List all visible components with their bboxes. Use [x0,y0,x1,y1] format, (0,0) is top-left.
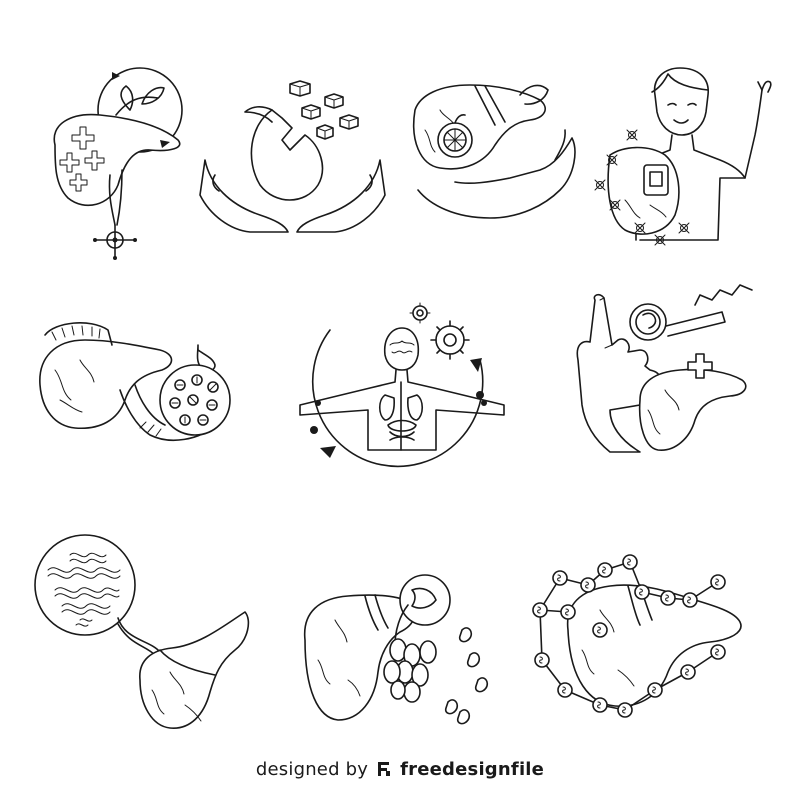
liver-in-molecule-network-icon [532,554,742,718]
hand-magnifier-liver-cross-icon [576,284,753,453]
designed-by-text: designed by [255,758,369,780]
brand-name[interactable]: freedesignfile [400,758,545,780]
liver-with-sprout-and-crosses-icon [53,67,183,260]
freedesignfile-logo-icon [378,762,391,776]
hand-holding-liver-with-fruit-icon [413,84,576,219]
liver-pancreas-with-cells-icon [39,322,231,441]
human-body-organs-with-gears-icon [299,302,505,468]
hands-holding-flower-with-cubes-icon [199,80,386,233]
attribution-footer: designed by freedesignfile [0,752,800,786]
liver-with-bacteria-magnified-icon [34,534,250,729]
person-holding-liver-with-viruses-icon [594,67,772,246]
liver-with-gallstones-icon [303,574,489,725]
